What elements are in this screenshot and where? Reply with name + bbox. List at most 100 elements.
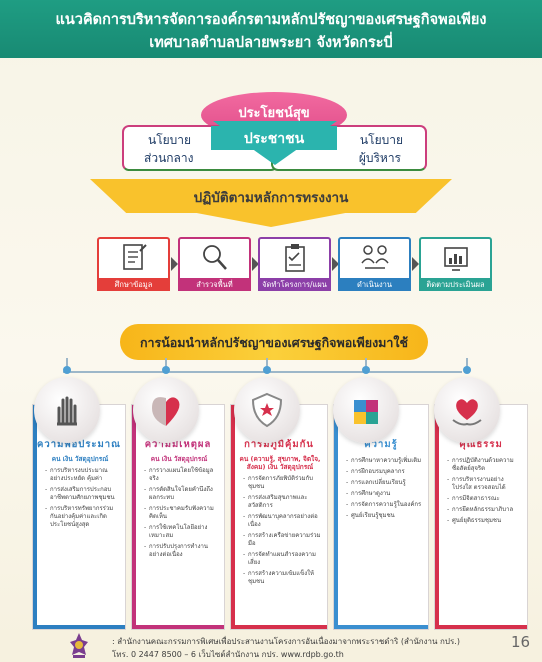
step-label: สำรวจพื้นที่: [178, 278, 251, 291]
step-card: ดำเนินงาน: [338, 237, 411, 291]
practice-band: ปฏิบัติตามหลักการทรงงาน: [90, 179, 452, 213]
clipboard-icon: [281, 243, 309, 277]
step-arrow: [252, 257, 259, 271]
policy-central-box: นโยบาย ส่วนกลาง: [122, 125, 278, 171]
principle-icon-circle: [333, 377, 399, 443]
benefit-label: ประโยชน์สุข: [238, 106, 310, 121]
card-title: คุณธรรม: [459, 439, 503, 450]
step-label: ติดตามประเมินผล: [419, 278, 492, 291]
principle-card: คุณธรรมการปฏิบัติงานด้วยความซื่อสัตย์สุจ…: [434, 404, 528, 630]
step-label: ศึกษาข้อมูล: [97, 278, 170, 291]
card-list: การบริหารงบประมาณอย่างประหยัด คุ้มค่าการ…: [45, 467, 119, 532]
document-icon: [120, 243, 148, 277]
application-banner: การน้อมนำหลักปรัชญาของเศรษฐกิจพอเพียงมาใ…: [120, 324, 428, 360]
connector-dot: [162, 366, 170, 374]
policy-exec-label-1: นโยบาย: [359, 133, 403, 147]
people-icon: [360, 243, 389, 277]
list-item: การปฏิบัติงานด้วยความซื่อสัตย์สุจริต: [447, 457, 521, 473]
step-arrow: [412, 257, 419, 271]
step-label: จัดทำโครงการ/แผน: [258, 278, 331, 291]
list-item: การบริหารทรัพยากรร่วมกันอย่างคุ้มค่าและเ…: [45, 505, 119, 529]
connector-drop: [66, 358, 68, 372]
step-arrow: [332, 257, 339, 271]
people-label: ประชาชน: [243, 131, 305, 147]
list-item: การสร้างเครือข่ายความร่วมมือ: [243, 532, 321, 548]
connector-line: [63, 371, 462, 373]
card-stripe: [33, 405, 37, 629]
card-bottom-bar: [132, 625, 224, 629]
list-item: การบริหารงบประมาณอย่างประหยัด คุ้มค่า: [45, 467, 119, 483]
list-item: การจัดทำแผนสำรองความเสี่ยง: [243, 551, 321, 567]
list-item: การประชาคมรับฟังความคิดเห็น: [144, 505, 218, 521]
footer-org: : สำนักงานคณะกรรมการพิเศษเพื่อประสานงานโ…: [112, 637, 460, 646]
card-title: ความมีเหตุผล: [144, 439, 212, 450]
list-item: การวางแผนโดยใช้ข้อมูลจริง: [144, 467, 218, 483]
footer: : สำนักงานคณะกรรมการพิเศษเพื่อประสานงานโ…: [0, 630, 542, 662]
list-item: ศูนย์ยุติธรรมชุมชน: [447, 517, 521, 525]
card-list: การวางแผนโดยใช้ข้อมูลจริงการตัดสินใจโดยค…: [144, 467, 218, 562]
list-item: การบริหารงานอย่างโปร่งใส ตรวจสอบได้: [447, 476, 521, 492]
principle-card: การมีภูมิคุ้มกันคน (ความรู้, สุขภาพ, จิต…: [230, 404, 328, 630]
card-bottom-bar: [231, 625, 327, 629]
principle-icon-circle: [434, 377, 500, 443]
principle-icon-circle: [133, 377, 199, 443]
step-card: ติดตามประเมินผล: [419, 237, 492, 291]
chart-icon: [442, 243, 470, 277]
page-number: 16: [511, 633, 531, 651]
list-item: การพัฒนาบุคลากรอย่างต่อเนื่อง: [243, 513, 321, 529]
list-item: การศึกษาดูงาน: [346, 490, 422, 498]
card-stripe: [435, 405, 439, 629]
policy-exec-label-2: ผู้บริหาร: [358, 151, 401, 165]
card-stripe: [132, 405, 136, 629]
step-card: สำรวจพื้นที่: [178, 237, 251, 291]
connector-drop: [165, 358, 167, 372]
card-subtitle: คน เงิน วัสดุอุปกรณ์: [150, 455, 208, 463]
list-item: การใช้เทคโนโลยีอย่างเหมาะสม: [144, 524, 218, 540]
header-banner: แนวคิดการบริหารจัดการองค์กรตามหลักปรัชญา…: [0, 0, 542, 58]
card-title: ความพอประมาณ: [37, 439, 121, 450]
list-item: ศูนย์เรียนรู้ชุมชน: [346, 512, 422, 520]
list-item: การมีจิตสาธารณะ: [447, 495, 521, 503]
card-subtitle: คน เงิน วัสดุอุปกรณ์: [51, 455, 109, 463]
card-subtitle: คน (ความรู้, สุขภาพ, จิตใจ, สังคม) เงิน …: [239, 455, 321, 471]
connector-drop: [466, 358, 468, 372]
rdpb-logo-icon: [70, 633, 88, 658]
banner-label: การน้อมนำหลักปรัชญาของเศรษฐกิจพอเพียงมาใ…: [139, 335, 409, 350]
card-stripe: [231, 405, 235, 629]
list-item: การแลกเปลี่ยนเรียนรู้: [346, 479, 422, 487]
page-title-line1: แนวคิดการบริหารจัดการองค์กรตามหลักปรัชญา…: [55, 12, 487, 28]
card-bottom-bar: [334, 625, 428, 629]
card-title: ความรู้: [364, 439, 398, 450]
connector-drop: [365, 358, 367, 372]
practice-label: ปฏิบัติตามหลักการทรงงาน: [193, 190, 349, 206]
step-arrow: [171, 257, 178, 271]
connector-dot: [362, 366, 370, 374]
step-card: ศึกษาข้อมูล: [97, 237, 170, 291]
list-item: การจัดการความรู้ในองค์กร: [346, 501, 422, 509]
connector-dot: [263, 366, 271, 374]
page-title-line2: เทศบาลตำบลปลายพระยา จังหวัดกระบี่: [149, 35, 393, 51]
card-list: การปฏิบัติงานด้วยความซื่อสัตย์สุจริตการบ…: [447, 457, 521, 528]
principle-icon-circle: [34, 377, 100, 443]
search-icon: [201, 243, 229, 277]
footer-contact: โทร. 0 2447 8500 – 6 เว็บไซต์สำนักงาน กป…: [112, 650, 344, 659]
list-item: การส่งเสริมการประกอบอาชีพตามศักยภาพชุมชน: [45, 486, 119, 502]
step-label: ดำเนินงาน: [338, 278, 411, 291]
list-item: การส่งเสริมสุขภาพและสวัสดิการ: [243, 494, 321, 510]
connector-dot: [63, 366, 71, 374]
policy-central-label-1: นโยบาย: [148, 133, 192, 147]
list-item: การจัดการภัยพิบัติร่วมกับชุมชน: [243, 475, 321, 491]
principle-card: ความรู้การศึกษาหาความรู้เพิ่มเติมการฝึกอ…: [333, 404, 429, 630]
list-item: การตัดสินใจโดยคำนึงถึงผลกระทบ: [144, 486, 218, 502]
card-stripe: [334, 405, 338, 629]
list-item: การยึดหลักธรรมาภิบาล: [447, 506, 521, 514]
people-band: ประชาชน: [211, 126, 337, 150]
step-card: จัดทำโครงการ/แผน: [258, 237, 331, 291]
list-item: การศึกษาหาความรู้เพิ่มเติม: [346, 457, 422, 465]
card-list: การจัดการภัยพิบัติร่วมกับชุมชนการส่งเสริ…: [243, 475, 321, 589]
policy-central-label-2: ส่วนกลาง: [144, 151, 194, 165]
list-item: การปรับปรุงการทำงานอย่างต่อเนื่อง: [144, 543, 218, 559]
